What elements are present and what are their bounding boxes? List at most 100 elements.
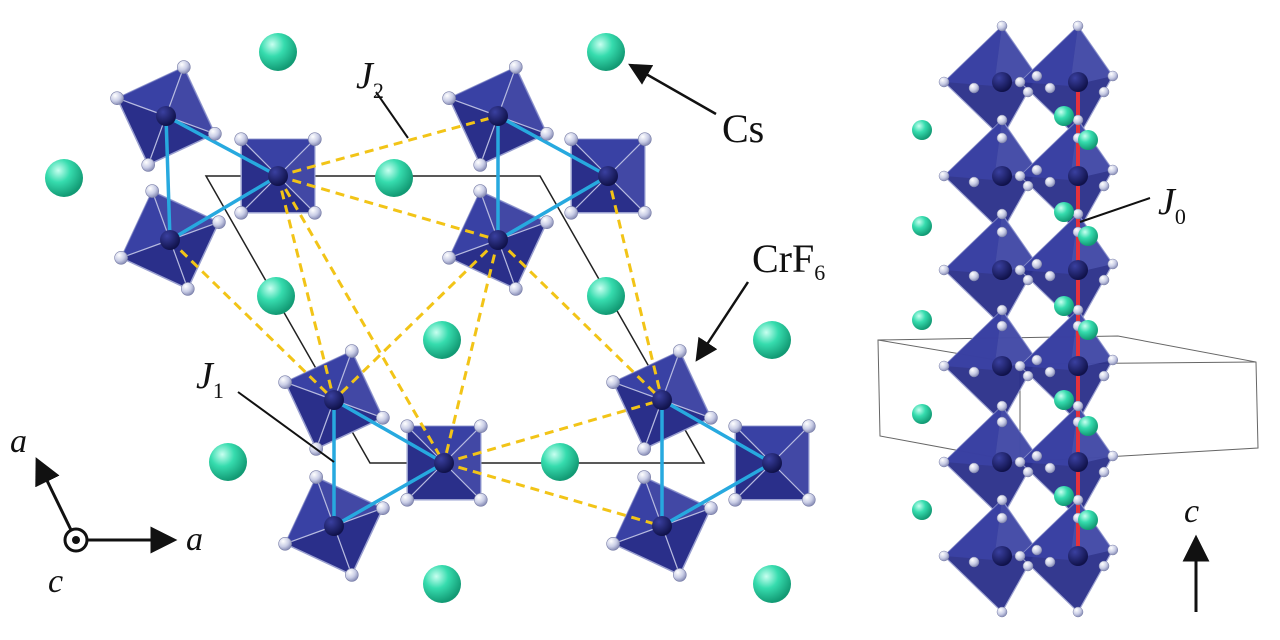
f-atom [637, 442, 652, 456]
cs-atom [45, 159, 83, 197]
side-f-atom [1044, 82, 1056, 94]
octahedron-facet [608, 139, 645, 213]
side-cell-outline [877, 335, 1259, 463]
side-f-atom [1044, 270, 1056, 282]
j1-pointer-line [237, 391, 335, 463]
side-f-atom [1072, 208, 1084, 220]
cr-atom [598, 166, 618, 186]
side-f-atom [1098, 180, 1110, 192]
f-atom [307, 132, 322, 146]
crf6-octahedron [284, 350, 384, 450]
side-cs-atom [1054, 202, 1074, 222]
side-f-atom [938, 360, 950, 372]
side-octahedron [943, 25, 1038, 139]
f-atom [212, 215, 226, 229]
side-f-atom [968, 462, 980, 474]
crf6-pointer-arrow [695, 281, 750, 362]
side-f-atom [996, 114, 1008, 126]
cr-atom [324, 390, 344, 410]
side-f-atom [996, 304, 1008, 316]
f-atom [704, 410, 718, 425]
f-atom [442, 91, 456, 105]
f-atom [177, 60, 191, 74]
side-f-atom [1031, 450, 1043, 462]
j2-bond [277, 174, 499, 242]
side-f-atom [996, 20, 1008, 32]
cr-atom [156, 106, 176, 126]
side-f-atom [996, 512, 1008, 524]
j2-bond [496, 238, 664, 402]
side-cs-atom [1054, 390, 1074, 410]
side-f-atom [996, 606, 1008, 618]
f-atom [400, 419, 415, 434]
side-octahedron-facet [944, 26, 1002, 86]
side-f-atom [1014, 456, 1026, 468]
axis-a-up-label: a [10, 423, 27, 460]
f-atom [309, 470, 324, 484]
side-f-atom [996, 320, 1008, 332]
side-cs-atom [912, 500, 932, 520]
cr-atom [762, 453, 782, 473]
cr-atom [652, 390, 672, 410]
f-atom [728, 419, 743, 434]
side-octahedron-facet [1020, 406, 1078, 466]
octahedron-facet [735, 426, 809, 463]
side-octahedron-facet [1070, 26, 1113, 86]
side-cr-atom [992, 546, 1012, 566]
side-f-atom [1098, 466, 1110, 478]
side-cs-atom [912, 404, 932, 424]
axis-c-label: c [48, 563, 63, 600]
side-f-atom [1044, 462, 1056, 474]
j1-triangle [332, 396, 448, 530]
side-f-atom [1107, 450, 1119, 462]
octahedron-facet [772, 426, 809, 500]
cr-atom [324, 516, 344, 536]
side-f-atom [1031, 164, 1043, 176]
side-octahedron [1019, 25, 1114, 139]
cr-atom [488, 230, 508, 250]
side-f-atom [1014, 264, 1026, 276]
f-atom [801, 419, 816, 434]
side-f-atom [1022, 274, 1034, 286]
j1-triangle [660, 396, 776, 530]
side-f-atom [996, 400, 1008, 412]
side-f-atom [968, 366, 980, 378]
f-atom [540, 127, 554, 141]
side-f-atom [1022, 180, 1034, 192]
cs-pointer-arrow [628, 63, 717, 116]
j2-bond [276, 175, 336, 401]
cr-atom [268, 166, 288, 186]
j0-label: J0 [1158, 181, 1186, 229]
f-atom [141, 158, 155, 172]
j2-bonds [168, 114, 664, 528]
side-octahedron [1019, 499, 1114, 613]
cs-label: Cs [722, 106, 764, 151]
f-atom [110, 91, 124, 105]
f-atom [606, 375, 620, 390]
side-f-atom [996, 226, 1008, 238]
side-cs-atom [912, 310, 932, 330]
side-f-atom [968, 82, 980, 94]
side-cr-atom [992, 72, 1012, 92]
side-f-atom [1022, 370, 1034, 382]
side-f-atom [1022, 466, 1034, 478]
side-cs-atom [1078, 130, 1098, 150]
side-cs-atom [1054, 486, 1074, 506]
f-atom [606, 536, 620, 551]
side-f-atom [1072, 114, 1084, 126]
side-octahedron-facet [944, 120, 1002, 180]
side-f-atom [968, 176, 980, 188]
side-f-atom [938, 456, 950, 468]
octahedron-facet [444, 426, 481, 500]
j2-bond [443, 398, 663, 465]
side-f-atom [1107, 258, 1119, 270]
f-atom [400, 492, 415, 507]
side-cs-atom [1078, 416, 1098, 436]
j2-bond [606, 175, 664, 401]
side-f-atom [1098, 86, 1110, 98]
cr-atom [488, 106, 508, 126]
side-axis-c-label: c [1184, 493, 1199, 530]
crf6-label: CrF6 [752, 236, 825, 285]
j2-pointer-line [375, 91, 409, 139]
side-f-atom [1014, 76, 1026, 88]
